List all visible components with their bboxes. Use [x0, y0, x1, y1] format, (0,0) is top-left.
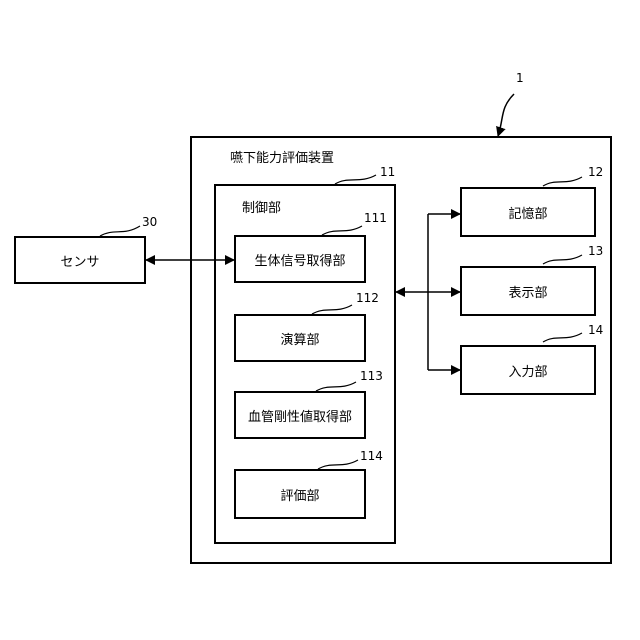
sensor-box: センサ: [14, 236, 146, 284]
module-evaluation: 評価部: [234, 469, 366, 519]
device-title: 嚥下能力評価装置: [230, 152, 334, 165]
unit-label: 表示部: [508, 282, 547, 301]
module-ref: 111: [364, 212, 387, 224]
module-ref: 114: [360, 450, 383, 462]
unit-display: 表示部: [460, 266, 596, 316]
unit-input: 入力部: [460, 345, 596, 395]
unit-ref: 12: [588, 166, 603, 178]
module-vascular-stiffness: 血管剛性値取得部: [234, 391, 366, 439]
device-ref: 1: [516, 72, 524, 84]
module-label: 評価部: [280, 485, 319, 504]
unit-storage: 記憶部: [460, 187, 596, 237]
module-ref: 113: [360, 370, 383, 382]
unit-ref: 14: [588, 324, 603, 336]
unit-label: 記憶部: [508, 203, 547, 222]
module-ref: 112: [356, 292, 379, 304]
module-label: 血管剛性値取得部: [248, 406, 352, 425]
leader-1: [498, 94, 514, 136]
module-calculation: 演算部: [234, 314, 366, 362]
unit-label: 入力部: [508, 361, 547, 380]
control-title: 制御部: [242, 202, 281, 215]
module-label: 演算部: [280, 329, 319, 348]
leader-30: [100, 226, 140, 236]
sensor-label: センサ: [60, 251, 99, 270]
unit-ref: 13: [588, 245, 603, 257]
sensor-ref: 30: [142, 216, 157, 228]
control-ref: 11: [380, 166, 395, 178]
module-biosignal-acquisition: 生体信号取得部: [234, 235, 366, 283]
module-label: 生体信号取得部: [254, 250, 345, 269]
